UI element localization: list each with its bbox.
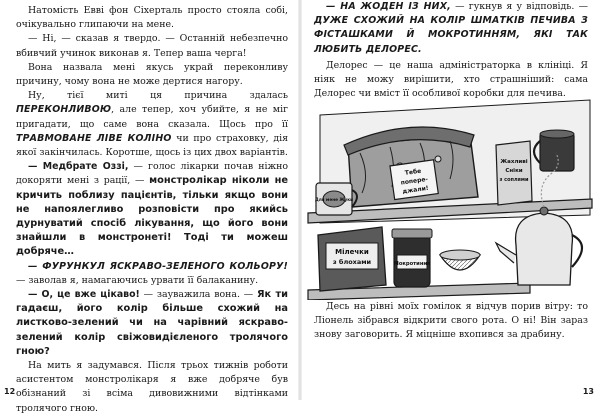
svg-text:попере-: попере- (400, 176, 429, 187)
svg-text:Для мене Жуки: Для мене Жуки (315, 197, 353, 202)
paragraph: Вона назвала мені якусь украй переконлив… (16, 61, 288, 88)
paragraph: — Медбрате Оззі, — голос лікарки почав н… (16, 161, 288, 258)
paragraph: Натомість Еввi фон Сіхерталь просто стоя… (16, 5, 288, 31)
svg-text:Мілечки: Мілечки (335, 248, 369, 256)
paragraph: — ФУРУНКУЛ ЯСКРАВО-ЗЕЛЕНОГО КОЛЬОРУ! — з… (16, 260, 288, 286)
paragraph: На мить я задумався. Після трьох тижнів … (16, 360, 288, 414)
svg-text:джали!: джали! (402, 185, 429, 196)
paragraph: Ну, тієї миті ця причина здалась перекон… (16, 90, 289, 159)
svg-text:з блохами: з блохами (333, 258, 372, 266)
paragraph: — О, це вже цікаво! — зауважила вона. — … (16, 289, 289, 357)
paragraph: — Ні, — сказав я твердо. — Останній небе… (16, 33, 288, 59)
paragraph: Делорес — це наша адміністраторка в клін… (314, 59, 588, 100)
flea-box: Мілечки з блохами (317, 226, 387, 292)
right-page-bottom: Десь на рівні моїх гомілок я відчув пори… (300, 300, 600, 390)
illustration-shelf: Тебе попере- джали! Для мене Жуки Жахлив… (300, 95, 600, 300)
emphasis: травмоване ліве коліно (16, 132, 172, 144)
svg-text:Сніки: Сніки (505, 168, 522, 174)
paragraph: Десь на рівні моїх гомілок я відчув пори… (314, 301, 588, 341)
warning-sign: Тебе попере- джали! (389, 159, 439, 201)
right-page: — На жоден із них, — гукнув я у відповід… (300, 0, 600, 400)
svg-text:з соплями: з соплями (500, 177, 529, 183)
gutter (298, 0, 302, 400)
jar: Мокротиння (391, 228, 433, 288)
upper-shelf-board (307, 198, 593, 224)
shelf-drawing: Тебе попере- джали! Для мене Жуки Жахлив… (307, 99, 593, 300)
svg-text:Тебе: Тебе (404, 168, 421, 177)
svg-text:Мокротиння: Мокротиння (394, 261, 431, 267)
emphasis: переконливою (16, 104, 112, 116)
bowl (438, 249, 482, 271)
left-page: Натомість Еввi фон Сіхерталь просто стоя… (0, 0, 300, 414)
mug-right (532, 129, 575, 172)
svg-text:Жахливі: Жахливі (500, 159, 527, 165)
mug-left: Для мене Жуки (315, 182, 358, 216)
paragraph: — На жоден із них, — гукнув я у відповід… (314, 1, 588, 55)
page-number-right: 13 (582, 387, 594, 396)
lower-shelf-board (307, 282, 531, 300)
shout: — ФУРУНКУЛ ЯСКРАВО-ЗЕЛЕНОГО КОЛЬОРУ! (28, 260, 288, 272)
page-number-left: 12 (4, 387, 16, 396)
kettle (494, 152, 584, 286)
snack-pack: Жахливі Сніки з соплями (495, 140, 533, 206)
